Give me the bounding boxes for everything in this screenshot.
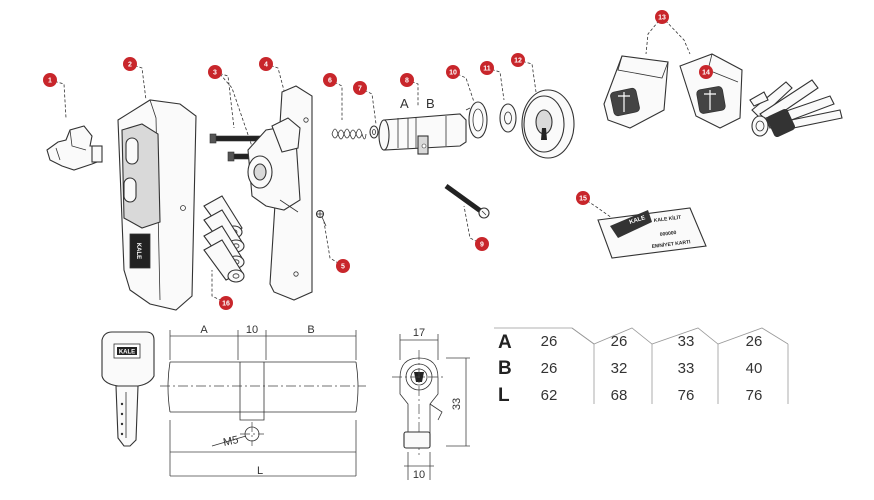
dim-17-label: 17 <box>413 327 425 339</box>
cylinder-label-b: B <box>426 96 435 111</box>
callout-7: 7 <box>353 81 367 95</box>
part-14-keys <box>749 79 843 138</box>
svg-text:1: 1 <box>48 78 52 85</box>
dim-33-label: 33 <box>451 398 463 410</box>
dim-l-label: L <box>257 465 263 477</box>
callout-4: 4 <box>259 57 273 71</box>
table-cell: 33 <box>678 360 695 377</box>
part-11-rosette-washer <box>499 103 517 133</box>
part-5-small-screw <box>315 209 327 227</box>
callout-12: 12 <box>511 53 525 67</box>
part-7-washer <box>369 125 379 139</box>
part-9-cylinder-screw <box>444 183 490 219</box>
dim-10-top-label: 10 <box>246 324 258 336</box>
callout-6: 6 <box>323 73 337 87</box>
callout-14: 14 <box>699 65 713 79</box>
part-13-remote-controls <box>603 53 743 129</box>
callout-11: 11 <box>480 61 494 75</box>
housing-logo-text: KALE <box>135 243 141 259</box>
part-10-ring <box>465 101 488 139</box>
svg-text:5: 5 <box>341 264 345 271</box>
callout-3: 3 <box>208 65 222 79</box>
leader-lines <box>49 16 731 304</box>
cylinder-label-a: A <box>400 96 409 111</box>
dim-m5-label: M5 <box>222 434 239 449</box>
callout-9: 9 <box>475 237 489 251</box>
svg-text:6: 6 <box>328 78 332 85</box>
part-8-cylinder: A B <box>378 96 467 155</box>
svg-text:3: 3 <box>213 70 217 77</box>
svg-text:2: 2 <box>128 62 132 69</box>
row-label-a: A <box>498 332 512 353</box>
part-6-spring <box>331 128 367 140</box>
dim-b-label: B <box>307 324 314 336</box>
callout-1: 1 <box>43 73 57 87</box>
table-cell: 32 <box>611 360 628 377</box>
card-line2-text: 000000 <box>660 230 678 238</box>
part-2-housing: KALE <box>117 99 197 311</box>
svg-text:15: 15 <box>579 196 587 203</box>
card-line1-text: KALE KİLİT <box>653 214 681 224</box>
callout-2: 2 <box>123 57 137 71</box>
svg-text:14: 14 <box>702 70 710 77</box>
table-cell: 76 <box>678 387 695 404</box>
part-15-security-card: KALE KALE KİLİT 000000 EMNİYET KARTI <box>597 207 707 259</box>
table-cell: 26 <box>541 360 558 377</box>
size-table: A B L 26 26 62 26 32 68 33 33 76 26 40 7… <box>494 327 789 406</box>
svg-text:8: 8 <box>405 78 409 85</box>
callout-5: 5 <box>336 259 350 273</box>
svg-text:12: 12 <box>514 58 522 65</box>
table-cell: 68 <box>611 387 628 404</box>
table-cell: 33 <box>678 333 695 350</box>
table-cell: 26 <box>541 333 558 350</box>
row-label-l: L <box>498 385 510 406</box>
key-drawing: KALE <box>101 331 155 447</box>
dim-10-bottom-label: 10 <box>413 469 425 481</box>
part-1-thumb-turn <box>46 125 103 171</box>
svg-text:4: 4 <box>264 62 268 69</box>
part-16-batteries <box>203 195 245 283</box>
callout-16: 16 <box>219 296 233 310</box>
table-cell: 26 <box>611 333 628 350</box>
key-logo-text: KALE <box>119 350 135 356</box>
cylinder-end-view: 17 33 10 <box>392 327 470 481</box>
svg-text:13: 13 <box>658 15 666 22</box>
table-cell: 26 <box>746 333 763 350</box>
cylinder-side-view: A 10 B M5 L <box>160 324 366 477</box>
callout-13: 13 <box>655 10 669 24</box>
table-cell: 62 <box>541 387 558 404</box>
row-label-b: B <box>498 358 512 379</box>
svg-text:11: 11 <box>483 66 491 73</box>
svg-text:16: 16 <box>222 301 230 308</box>
table-cell: 76 <box>746 387 763 404</box>
dim-a-label: A <box>200 324 208 336</box>
svg-text:9: 9 <box>480 242 484 249</box>
table-cell: 40 <box>746 360 763 377</box>
card-line3-text: EMNİYET KARTI <box>651 238 691 250</box>
card-logo-text: KALE <box>629 215 646 226</box>
part-12-rosette <box>521 89 575 159</box>
callout-10: 10 <box>446 65 460 79</box>
svg-text:10: 10 <box>449 70 457 77</box>
callout-15: 15 <box>576 191 590 205</box>
svg-text:7: 7 <box>358 86 362 93</box>
part-4-mounting-plate <box>247 85 313 301</box>
callout-8: 8 <box>400 73 414 87</box>
